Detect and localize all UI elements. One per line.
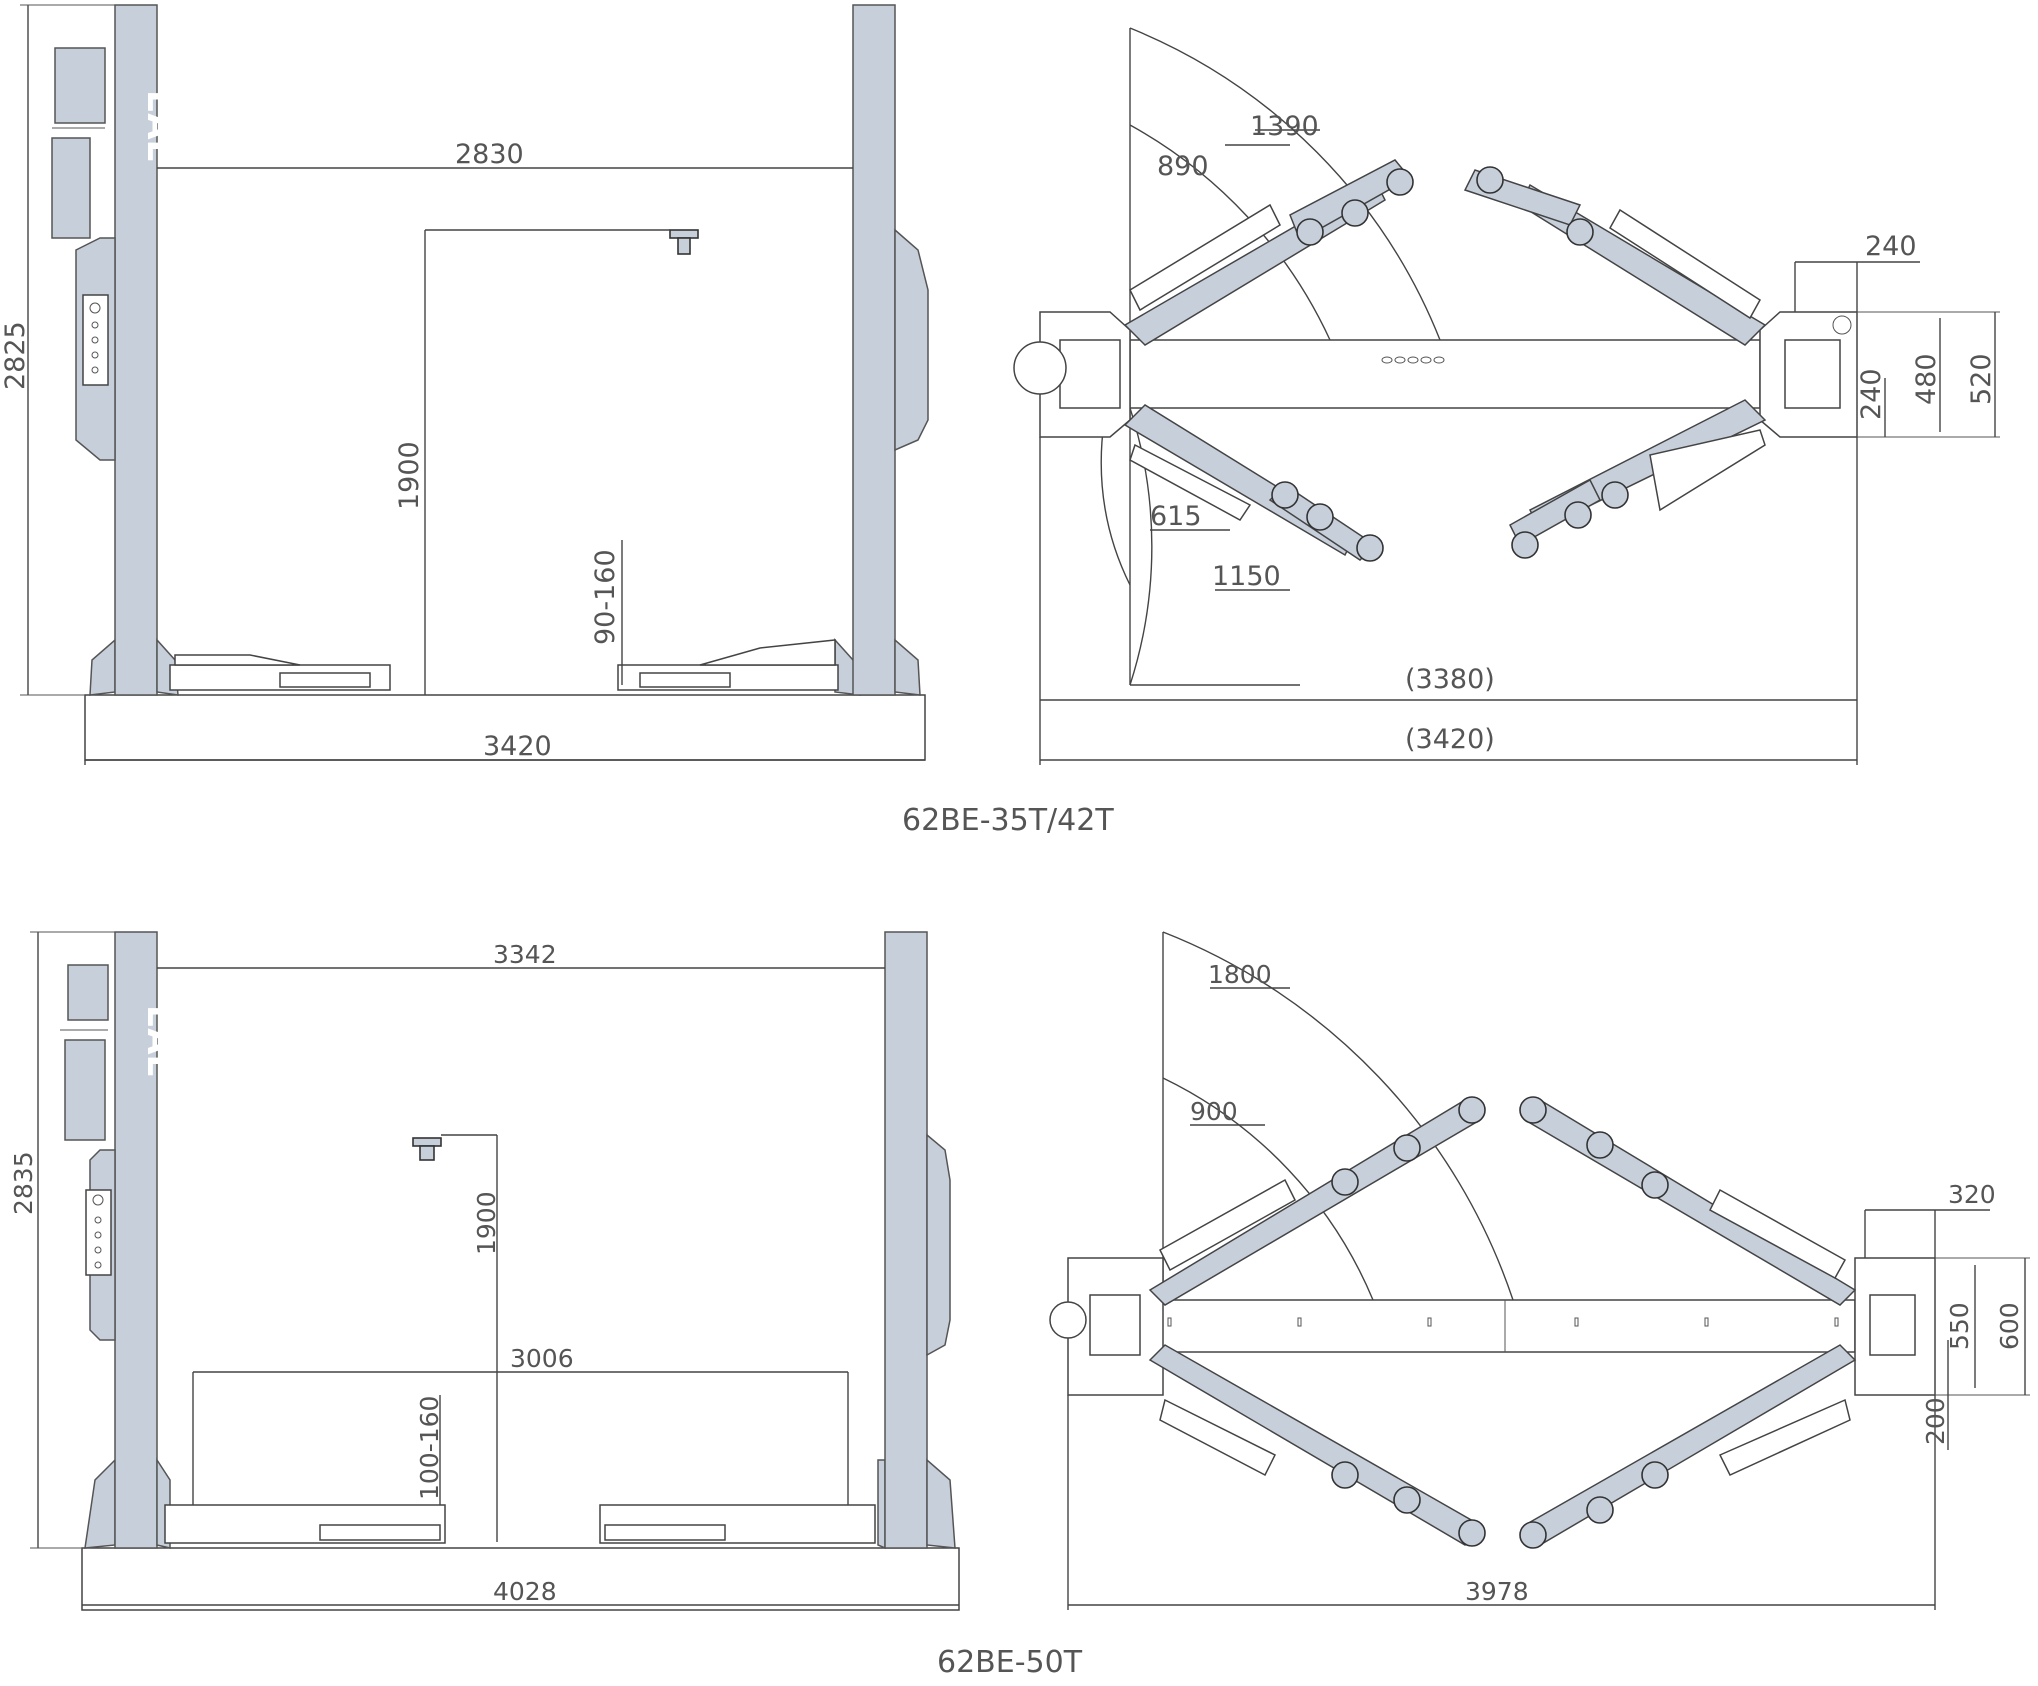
left-column: EAE <box>51 4 179 696</box>
right-column <box>877 931 956 1550</box>
offset-dim: 240 <box>1865 231 1917 262</box>
arm-left-upper <box>1123 159 1414 346</box>
bottom-front-view: EAE <box>9 931 960 1611</box>
inner-radius-dim: 900 <box>1190 1097 1238 1126</box>
base-small-dim: 200 <box>1921 1397 1950 1445</box>
base-width-a-dim: 550 <box>1945 1302 1974 1350</box>
caption-bottom: 62BE-50T <box>937 1645 1083 1680</box>
outer-swing-arc <box>1129 27 1441 341</box>
control-panel-icon <box>82 294 109 386</box>
top-plan-view: 1390 890 615 1150 240 480 520 240 (3380)… <box>1013 27 2000 765</box>
arm-right-upper <box>1463 166 1767 346</box>
offset-dim: 320 <box>1948 1180 1996 1209</box>
inner-radius-dim: 890 <box>1157 151 1209 182</box>
lift-arms-front <box>164 1504 876 1544</box>
crossbeam <box>1142 1299 1856 1353</box>
base-small-dim: 240 <box>1856 368 1887 420</box>
outer-radius-dim: 1390 <box>1250 111 1319 142</box>
right-column <box>834 4 929 696</box>
pickup-height-dim: 90-160 <box>590 549 621 645</box>
caption-top: 62BE-35T/42T <box>902 803 1114 838</box>
brand-logo: EAE <box>139 90 179 163</box>
arm-right-lower <box>1519 1344 1857 1549</box>
arm-left-lower <box>1123 404 1384 562</box>
svg-text:EAE: EAE <box>139 1005 179 1078</box>
base-width-a-dim: 480 <box>1911 353 1942 405</box>
overall-width-dim: 3420 <box>483 731 552 762</box>
height-dim: 2835 <box>9 1151 38 1215</box>
arm-right-upper <box>1519 1096 1857 1306</box>
beam-holes <box>1381 356 1445 364</box>
cover-plate <box>926 1133 951 1357</box>
crossbeam <box>1129 339 1761 409</box>
pump-icon <box>64 1039 106 1141</box>
pickup-height-dim: 100-160 <box>415 1396 444 1500</box>
beam-slots <box>1167 1317 1839 1327</box>
lift-height-dim: 1900 <box>394 441 425 510</box>
lift-height-dim: 1900 <box>472 1191 501 1255</box>
motor-icon <box>67 964 109 1021</box>
retracted-outer-dim: 1150 <box>1212 561 1281 592</box>
top-front-view: EAE <box>0 4 929 765</box>
inner-width-dim: 2830 <box>455 139 524 170</box>
brand-logo: EAE <box>139 1005 179 1078</box>
bottom-plan-view: 1800 900 320 550 600 200 3978 <box>1049 931 2030 1610</box>
motor-icon <box>54 47 106 124</box>
raised-pad-icon <box>412 1137 442 1161</box>
svg-text:EAE: EAE <box>139 90 179 163</box>
arm-left-lower <box>1148 1344 1486 1547</box>
raised-pad-icon <box>669 229 699 255</box>
arm-left-upper <box>1148 1096 1486 1306</box>
inner-width-dim: 3342 <box>493 940 557 969</box>
base-width-b-dim: 600 <box>1995 1302 2024 1350</box>
drive-through-dim: 3006 <box>510 1344 574 1373</box>
arm-right-lower <box>1509 399 1767 559</box>
inner-span-dim: (3380) <box>1405 664 1495 695</box>
outer-radius-dim: 1800 <box>1208 960 1272 989</box>
height-dim: 2825 <box>0 321 31 390</box>
overall-span-dim: 3978 <box>1465 1577 1529 1606</box>
base-width-b-dim: 520 <box>1966 353 1997 405</box>
overall-width-dim: 4028 <box>493 1577 557 1606</box>
cover-plate <box>894 228 929 452</box>
pump-icon <box>51 137 91 239</box>
motor-icon <box>1013 341 1067 395</box>
retracted-inner-dim: 615 <box>1150 501 1202 532</box>
motor-icon <box>1049 1301 1087 1339</box>
base-plate <box>84 694 926 761</box>
lift-arms-front <box>169 639 839 691</box>
base-plate <box>81 1547 960 1611</box>
outer-span-dim: (3420) <box>1405 724 1495 755</box>
left-column: EAE <box>60 931 179 1549</box>
